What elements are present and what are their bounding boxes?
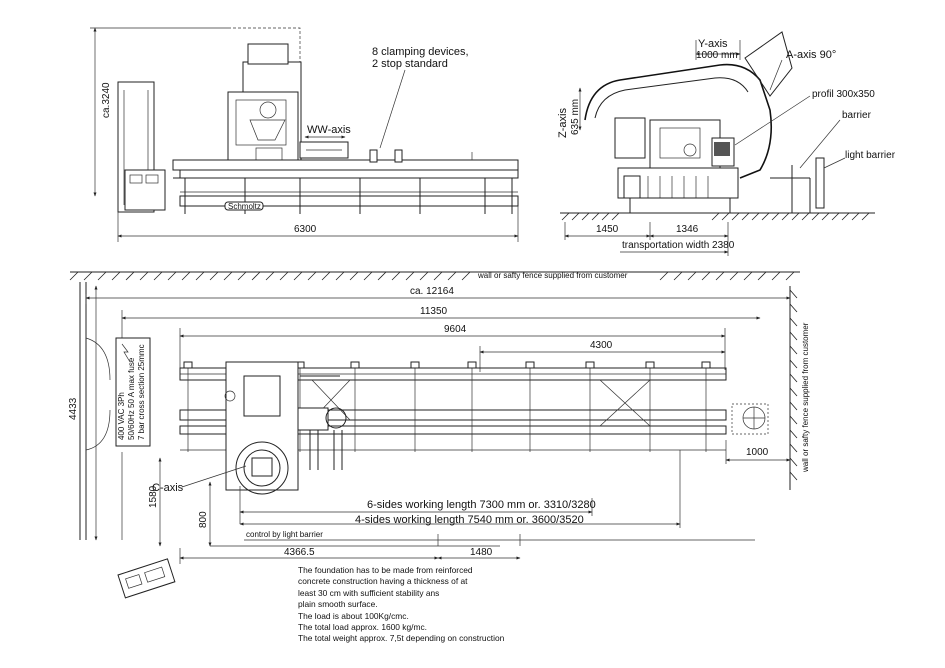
power-line-2: 50/60Hz 50 A max fuse: [127, 357, 136, 440]
dim-4300: 4300: [590, 340, 613, 351]
light-barrier-label: light barrier: [845, 150, 896, 161]
foundation-notes: The foundation has to be made from reinf…: [298, 565, 598, 645]
power-line-1: 400 VAC 3Ph: [117, 392, 126, 440]
power-line-3: 7 bar cross section 25mmc: [137, 344, 146, 440]
clamp-label-2: 2 stop standard: [372, 58, 448, 70]
front-elevation-view: ca.3240: [90, 27, 519, 242]
transport-width-label: transportation width 2380: [622, 240, 735, 251]
dim-1450: 1450: [596, 224, 619, 235]
z-axis-dim: 635 mm: [570, 99, 581, 135]
height-dim-label: ca.3240: [101, 82, 112, 118]
control-label: control by light barrier: [246, 530, 323, 539]
note-line: concrete construction having a thickness…: [298, 576, 468, 587]
four-sides-label: 4-sides working length 7540 mm or. 3600/…: [355, 514, 584, 526]
wall-top-label: wall or safty fence supplied from custom…: [477, 271, 628, 280]
dim-1000: 1000: [746, 447, 769, 458]
dim-total: ca. 12164: [410, 286, 454, 297]
note-line: plain smooth surface.: [298, 599, 378, 610]
barrier-label: barrier: [842, 110, 872, 121]
y-axis-label: Y-axis: [698, 38, 728, 50]
dim-800: 800: [198, 511, 209, 528]
note-line: The foundation has to be made from reinf…: [298, 565, 473, 575]
a-axis-label: A-axis 90°: [786, 49, 836, 61]
clamp-label-1: 8 clamping devices,: [372, 46, 469, 58]
brand-label: Schmoltz: [228, 202, 261, 211]
note-line: The total weight approx. 7,5t depending …: [298, 633, 505, 644]
dim-43665: 4366.5: [284, 547, 315, 558]
dim-4433: 4433: [68, 397, 79, 420]
width-dim-label: 6300: [294, 224, 317, 235]
side-view: Y-axis 1000 mm A-axis 90° profil 300x350…: [557, 31, 896, 256]
note-line: The total load approx. 1600 kg/mc.: [298, 622, 427, 633]
plan-view: wall or safty fence supplied from custom…: [68, 271, 810, 599]
dim-1480: 1480: [470, 547, 493, 558]
dim-9604: 9604: [444, 324, 467, 335]
dim-1346: 1346: [676, 224, 699, 235]
ww-axis-label: WW-axis: [307, 124, 351, 136]
profil-label: profil 300x350: [812, 89, 875, 100]
note-line: least 30 cm with sufficient stability an…: [298, 587, 440, 598]
dim-1580: 1580: [148, 485, 159, 508]
z-axis-label: Z-axis: [557, 108, 569, 138]
y-axis-dim: 1000 mm: [696, 50, 738, 61]
six-sides-label: 6-sides working length 7300 mm or. 3310/…: [367, 499, 596, 511]
dim-11350: 11350: [420, 306, 448, 317]
wall-right-label: wall or safty fence supplied from custom…: [801, 322, 810, 473]
note-line: The load is about 100Kg/cmc.: [298, 610, 409, 621]
